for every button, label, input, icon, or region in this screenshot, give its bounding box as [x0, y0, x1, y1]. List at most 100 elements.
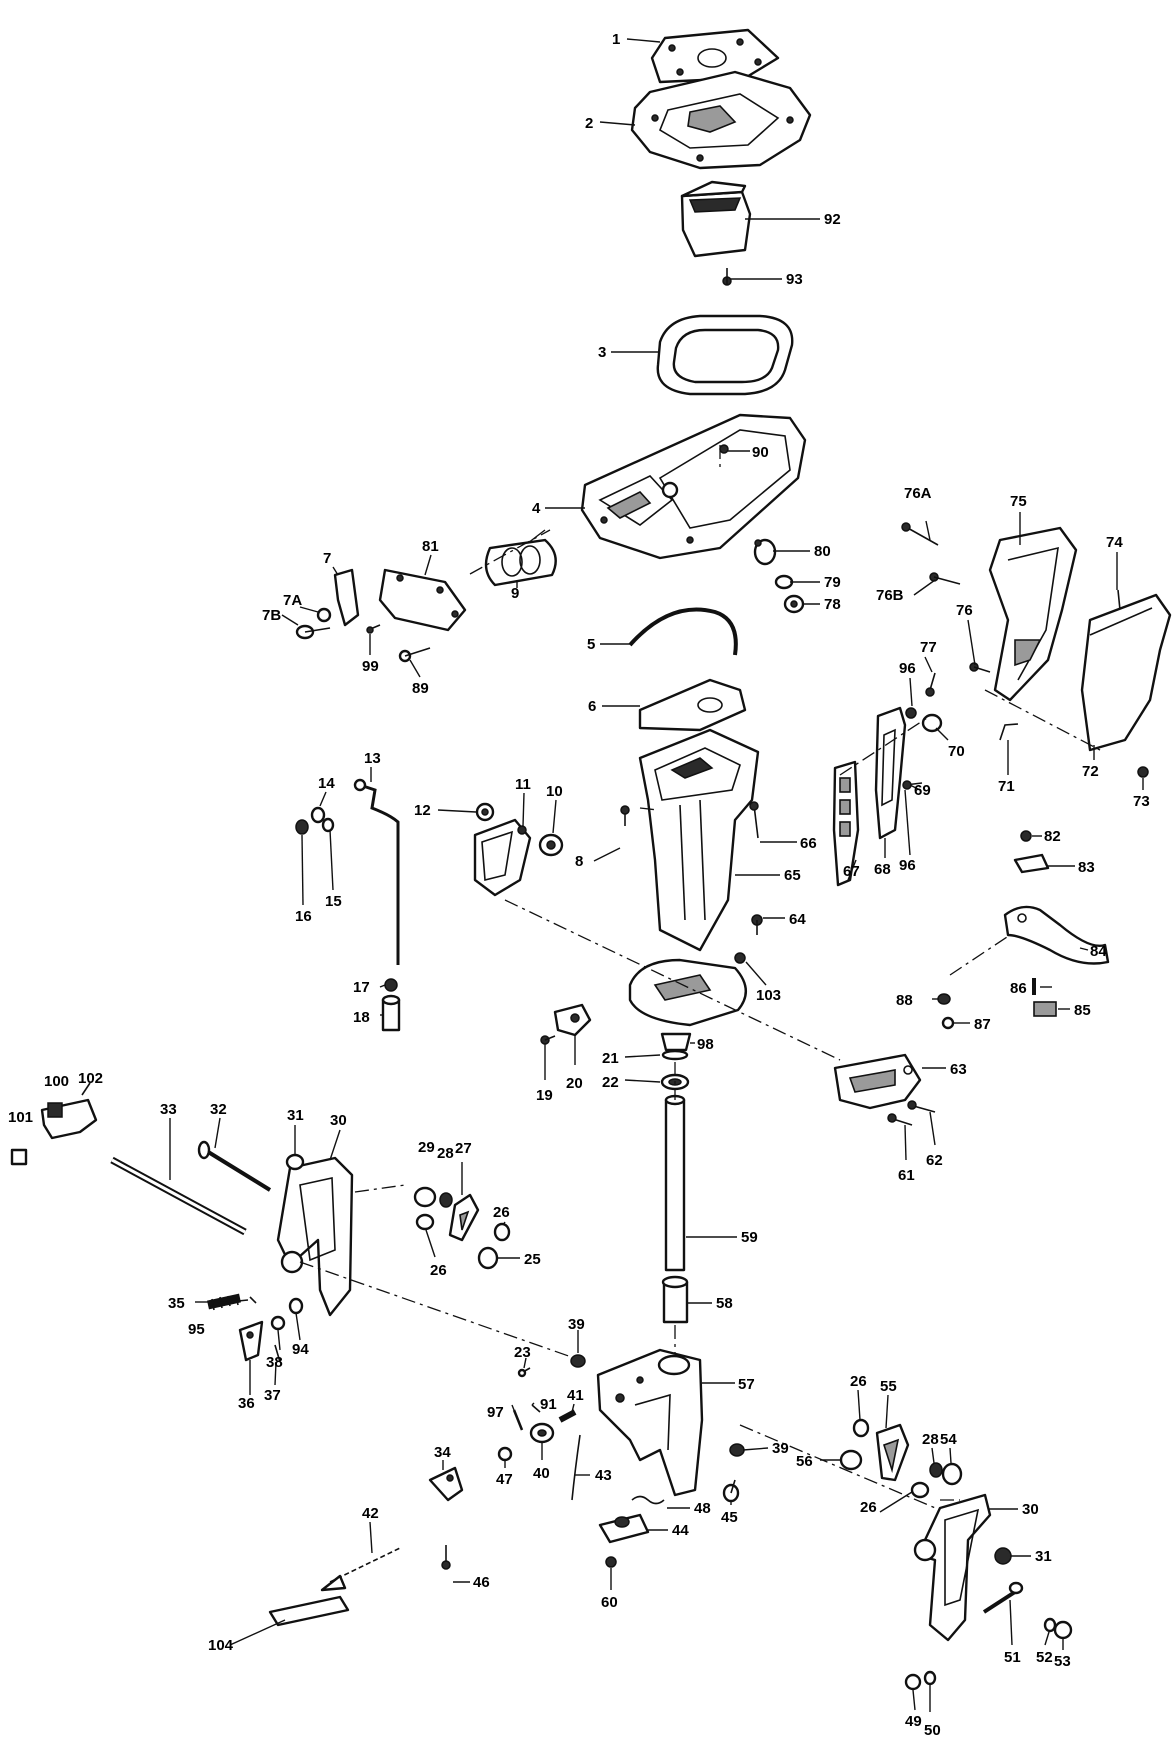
- part-2-adapter-plate: [630, 70, 812, 170]
- part-102-spring: [81, 1082, 91, 1096]
- part-100-latch: [40, 1098, 98, 1140]
- callout-75: 75: [1010, 493, 1027, 510]
- part-32-bolt: [197, 1140, 272, 1192]
- callout-83: 83: [1078, 859, 1095, 876]
- callout-15: 15: [325, 893, 342, 910]
- part-99-screw: [366, 624, 381, 634]
- part-76A-screw: [901, 522, 939, 546]
- part-92-cup: [680, 180, 752, 258]
- callout-5: 5: [587, 636, 595, 653]
- part-93-screw: [722, 268, 732, 286]
- callout-37: 37: [264, 1387, 281, 1404]
- part-76B-screw: [929, 572, 961, 585]
- callout-98: 98: [697, 1036, 714, 1053]
- part-87-screw: [941, 1016, 955, 1030]
- callout-76B: 76B: [876, 587, 904, 604]
- part-20-cover: [553, 1003, 592, 1037]
- part-50-washer: [923, 1670, 937, 1686]
- part-10-mount: [538, 833, 564, 857]
- part-56-bushing: [839, 1449, 863, 1471]
- leader-lines: [169, 38, 1144, 1712]
- part-30-clamp-bracket-left: [276, 1156, 354, 1317]
- callout-3: 3: [598, 344, 606, 361]
- callout-104: 104: [208, 1637, 234, 1654]
- part-37-pin: [274, 1344, 281, 1363]
- callout-45: 45: [721, 1509, 738, 1526]
- part-89-screw: [398, 647, 431, 663]
- part-84-lever: [1003, 905, 1110, 965]
- callout-38: 38: [266, 1354, 283, 1371]
- part-14-washer: [310, 806, 326, 824]
- callout-70: 70: [948, 743, 965, 760]
- callout-20: 20: [566, 1075, 583, 1092]
- callout-74: 74: [1106, 534, 1123, 551]
- callout-79: 79: [824, 574, 841, 591]
- part-101-cap: [10, 1148, 28, 1166]
- callout-31-left: 31: [287, 1107, 304, 1124]
- part-79-washer: [774, 574, 794, 590]
- callout-48: 48: [694, 1500, 711, 1517]
- part-44-clip: [598, 1513, 650, 1544]
- part-68-bracket: [874, 706, 907, 840]
- part-31-nut-b: [994, 1547, 1012, 1565]
- callout-26-b: 26: [430, 1262, 447, 1279]
- part-11-front-mount: [473, 818, 532, 897]
- callout-2: 2: [585, 115, 593, 132]
- callout-47: 47: [496, 1471, 513, 1488]
- callout-101: 101: [8, 1109, 33, 1126]
- callout-43: 43: [595, 1467, 612, 1484]
- part-63-rear-mount: [833, 1053, 922, 1110]
- part-48-spring: [631, 1495, 665, 1505]
- part-90-screw: [719, 444, 729, 454]
- callout-82: 82: [1044, 828, 1061, 845]
- part-95-pin: [249, 1296, 257, 1304]
- part-66-screw: [749, 801, 759, 839]
- callout-81: 81: [422, 538, 439, 555]
- callout-33: 33: [160, 1101, 177, 1118]
- part-85-pad: [1033, 1001, 1057, 1017]
- part-13-shift-rod: [353, 778, 400, 965]
- callout-59: 59: [741, 1229, 758, 1246]
- part-26-screw-c: [852, 1418, 870, 1438]
- callout-63: 63: [950, 1061, 967, 1078]
- part-73-screw: [1137, 766, 1149, 778]
- callout-58: 58: [716, 1295, 733, 1312]
- part-47-washer: [497, 1446, 513, 1462]
- callout-92: 92: [824, 211, 841, 228]
- callout-40: 40: [533, 1465, 550, 1482]
- part-70-washer: [921, 713, 943, 733]
- part-80-mount: [753, 538, 777, 566]
- part-36-lever: [238, 1320, 264, 1362]
- callout-76: 76: [956, 602, 973, 619]
- callout-62: 62: [926, 1152, 943, 1169]
- callout-53: 53: [1054, 1653, 1071, 1670]
- callout-85: 85: [1074, 1002, 1091, 1019]
- part-65-driveshaft-housing: [628, 728, 760, 1027]
- part-5-seal: [628, 607, 738, 656]
- part-88-washer: [937, 993, 951, 1005]
- part-27-plate: [448, 1193, 480, 1242]
- callout-1: 1: [612, 31, 620, 48]
- callout-14: 14: [318, 775, 335, 792]
- callout-13: 13: [364, 750, 381, 767]
- part-39-washer-b: [729, 1443, 745, 1457]
- callout-16: 16: [295, 908, 312, 925]
- part-1-gasket: [650, 28, 780, 84]
- part-3-seal-ring: [656, 314, 794, 396]
- callout-34: 34: [434, 1444, 451, 1461]
- part-82-nut: [1020, 830, 1032, 842]
- callout-46: 46: [473, 1574, 490, 1591]
- part-15-washer: [321, 817, 335, 833]
- callout-31-right: 31: [1035, 1548, 1052, 1565]
- part-52-washer: [1043, 1617, 1057, 1633]
- callout-26-c: 26: [850, 1373, 867, 1390]
- callout-93: 93: [786, 271, 803, 288]
- callout-30-left: 30: [330, 1112, 347, 1129]
- part-41-pin: [558, 1409, 577, 1423]
- part-91-pin: [531, 1404, 541, 1413]
- part-103-nut: [734, 952, 746, 964]
- callout-26-d: 26: [860, 1499, 877, 1516]
- part-33-rod: [110, 1156, 247, 1236]
- callout-102: 102: [78, 1070, 103, 1087]
